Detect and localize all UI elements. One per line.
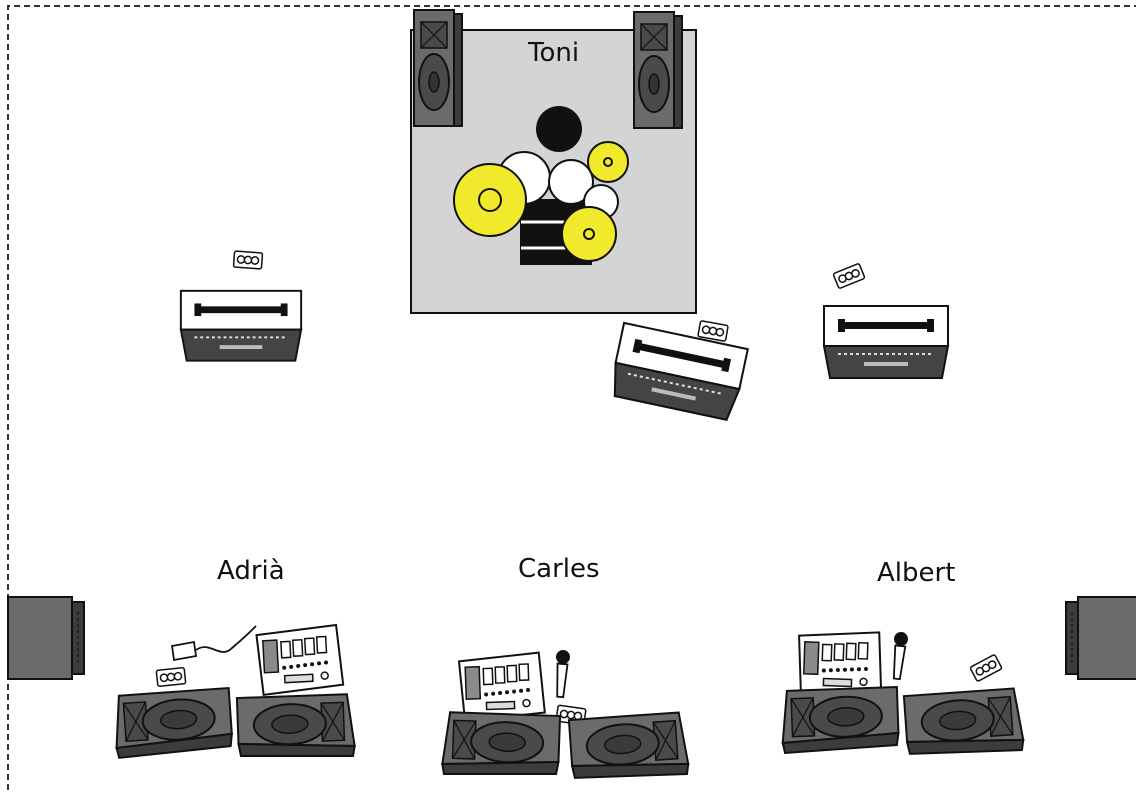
microphone-icon: [888, 630, 910, 681]
microphone-icon: [552, 648, 572, 699]
floor-monitor-icon: [902, 687, 1025, 759]
pa-speaker-icon: [1065, 596, 1136, 680]
floor-monitor-icon: [779, 685, 901, 755]
pa-speaker-icon: [413, 9, 463, 127]
drum-kit-icon: [453, 106, 629, 265]
effects-pedalboard-icon: [255, 623, 345, 697]
floor-monitor-icon: [111, 687, 234, 759]
guitar-amp-icon: [179, 289, 303, 362]
musician-label-right: Albert: [877, 558, 956, 588]
power-strip-icon: [697, 319, 729, 343]
guitar-amp-icon: [607, 321, 749, 423]
floor-monitor-icon: [567, 711, 690, 783]
musician-label-drummer: Toni: [528, 38, 580, 68]
guitar-amp-icon: [823, 305, 949, 379]
power-strip-icon: [832, 262, 866, 290]
power-strip-icon: [969, 653, 1003, 683]
instrument-cable-icon: [170, 625, 257, 662]
floor-monitor-icon: [440, 710, 562, 780]
floor-monitor-icon: [235, 692, 357, 762]
musician-label-center: Carles: [518, 554, 600, 584]
pa-speaker-icon: [7, 596, 85, 680]
effects-pedalboard-icon: [457, 651, 547, 723]
power-strip-icon: [155, 666, 187, 688]
musician-label-left: Adrià: [217, 556, 285, 586]
pa-speaker-icon: [633, 11, 683, 129]
power-strip-icon: [232, 250, 264, 270]
stage-border: [7, 5, 1136, 790]
